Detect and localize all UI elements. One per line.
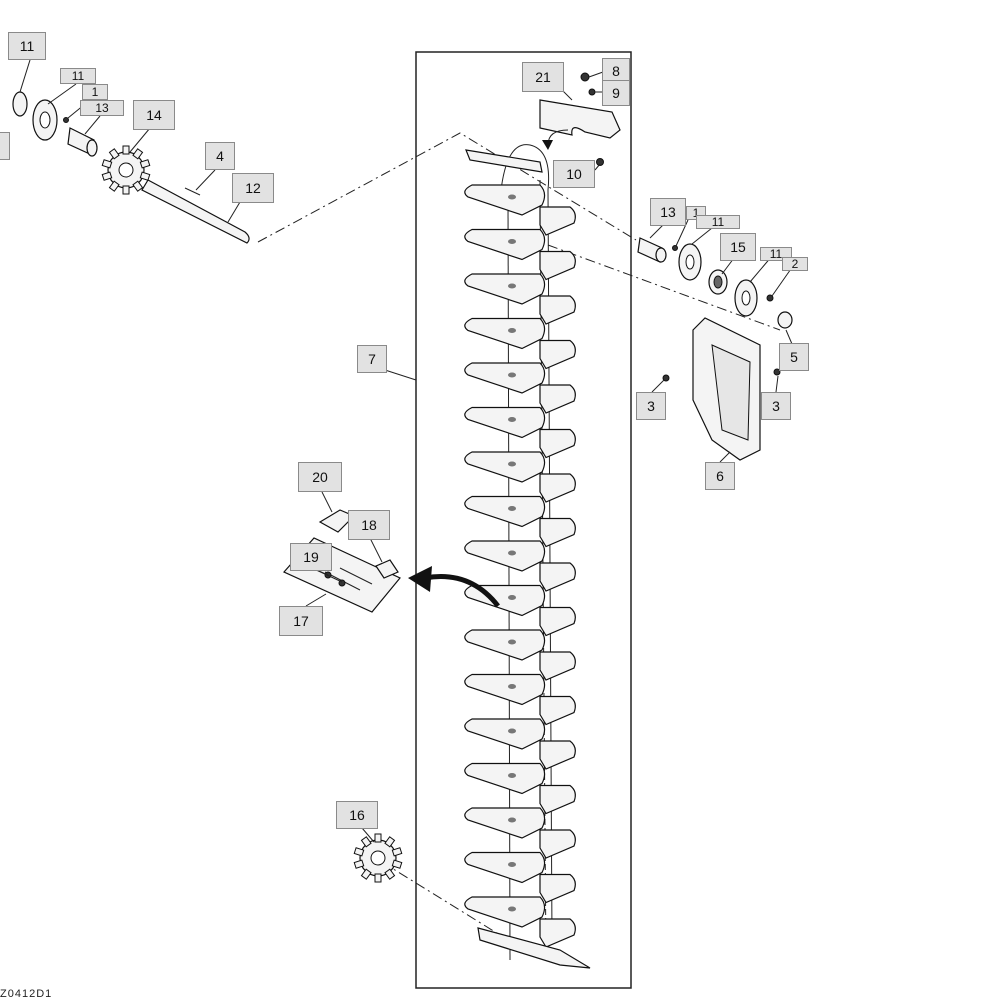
callout-13-a: 13 — [80, 100, 124, 116]
top-guide-bar — [465, 149, 543, 173]
bottom-guide-bar — [477, 927, 591, 969]
paddle — [464, 629, 576, 681]
figure-code: Z0412D1 — [0, 988, 53, 1000]
callout-14: 14 — [133, 100, 175, 130]
paddle — [464, 851, 576, 904]
callout-11-b: 11 — [696, 215, 740, 229]
key-4 — [184, 187, 201, 196]
callout-5: 5 — [779, 343, 809, 371]
paddle — [464, 362, 576, 414]
sprocket-16 — [353, 833, 403, 883]
paddle — [464, 406, 576, 459]
callout-19: 19 — [290, 543, 332, 571]
callout-21: 21 — [522, 62, 564, 92]
bolt-3-left — [662, 374, 670, 382]
paddle — [464, 451, 576, 503]
callout-10: 10 — [553, 160, 595, 188]
bolt-3-right — [773, 368, 781, 376]
callout-11-top: 11 — [8, 32, 46, 60]
callout-8: 8 — [602, 58, 630, 84]
plate-21 — [539, 99, 621, 139]
paddle — [464, 317, 576, 370]
callout-18: 18 — [348, 510, 390, 540]
callout-13-b: 13 — [650, 198, 686, 226]
callout-7: 7 — [357, 345, 387, 373]
callout-3-right: 3 — [761, 392, 791, 420]
callout-1-a: 1 — [82, 84, 108, 100]
callout-20: 20 — [298, 462, 342, 492]
callout-12: 12 — [232, 173, 274, 203]
right-bearing-assembly — [637, 237, 793, 329]
leader-lines — [19, 59, 794, 843]
callout-15: 15 — [720, 233, 756, 261]
axis-line-bottom — [381, 861, 501, 936]
callout-11-a: 11 — [60, 68, 96, 84]
callout-6: 6 — [705, 462, 735, 490]
pin-18 — [375, 559, 399, 579]
axis-line-right — [547, 244, 781, 331]
callout-5-edge: 5 — [0, 132, 10, 160]
assembly-frame — [415, 51, 632, 989]
callout-16: 16 — [336, 801, 378, 829]
sprocket-14 — [101, 145, 151, 195]
callout-3-left: 3 — [636, 392, 666, 420]
nut-10 — [596, 158, 604, 166]
callout-4: 4 — [205, 142, 235, 170]
paddle — [464, 273, 576, 325]
callout-2: 2 — [782, 257, 808, 271]
paddle — [464, 762, 576, 815]
paddle — [464, 228, 576, 281]
bolt-8 — [580, 72, 590, 82]
axis-line-top — [257, 132, 637, 243]
paddle — [464, 673, 576, 726]
callout-17: 17 — [279, 606, 323, 636]
left-shaft-assembly — [12, 91, 98, 157]
paddle — [464, 540, 576, 592]
paddle — [464, 584, 576, 637]
paddle — [464, 807, 576, 859]
detail-arrow — [424, 574, 500, 608]
chain-paddles — [464, 184, 576, 948]
callout-9: 9 — [602, 80, 630, 106]
paddle — [464, 495, 576, 548]
shaft-12 — [141, 179, 250, 244]
paddle — [464, 718, 576, 770]
